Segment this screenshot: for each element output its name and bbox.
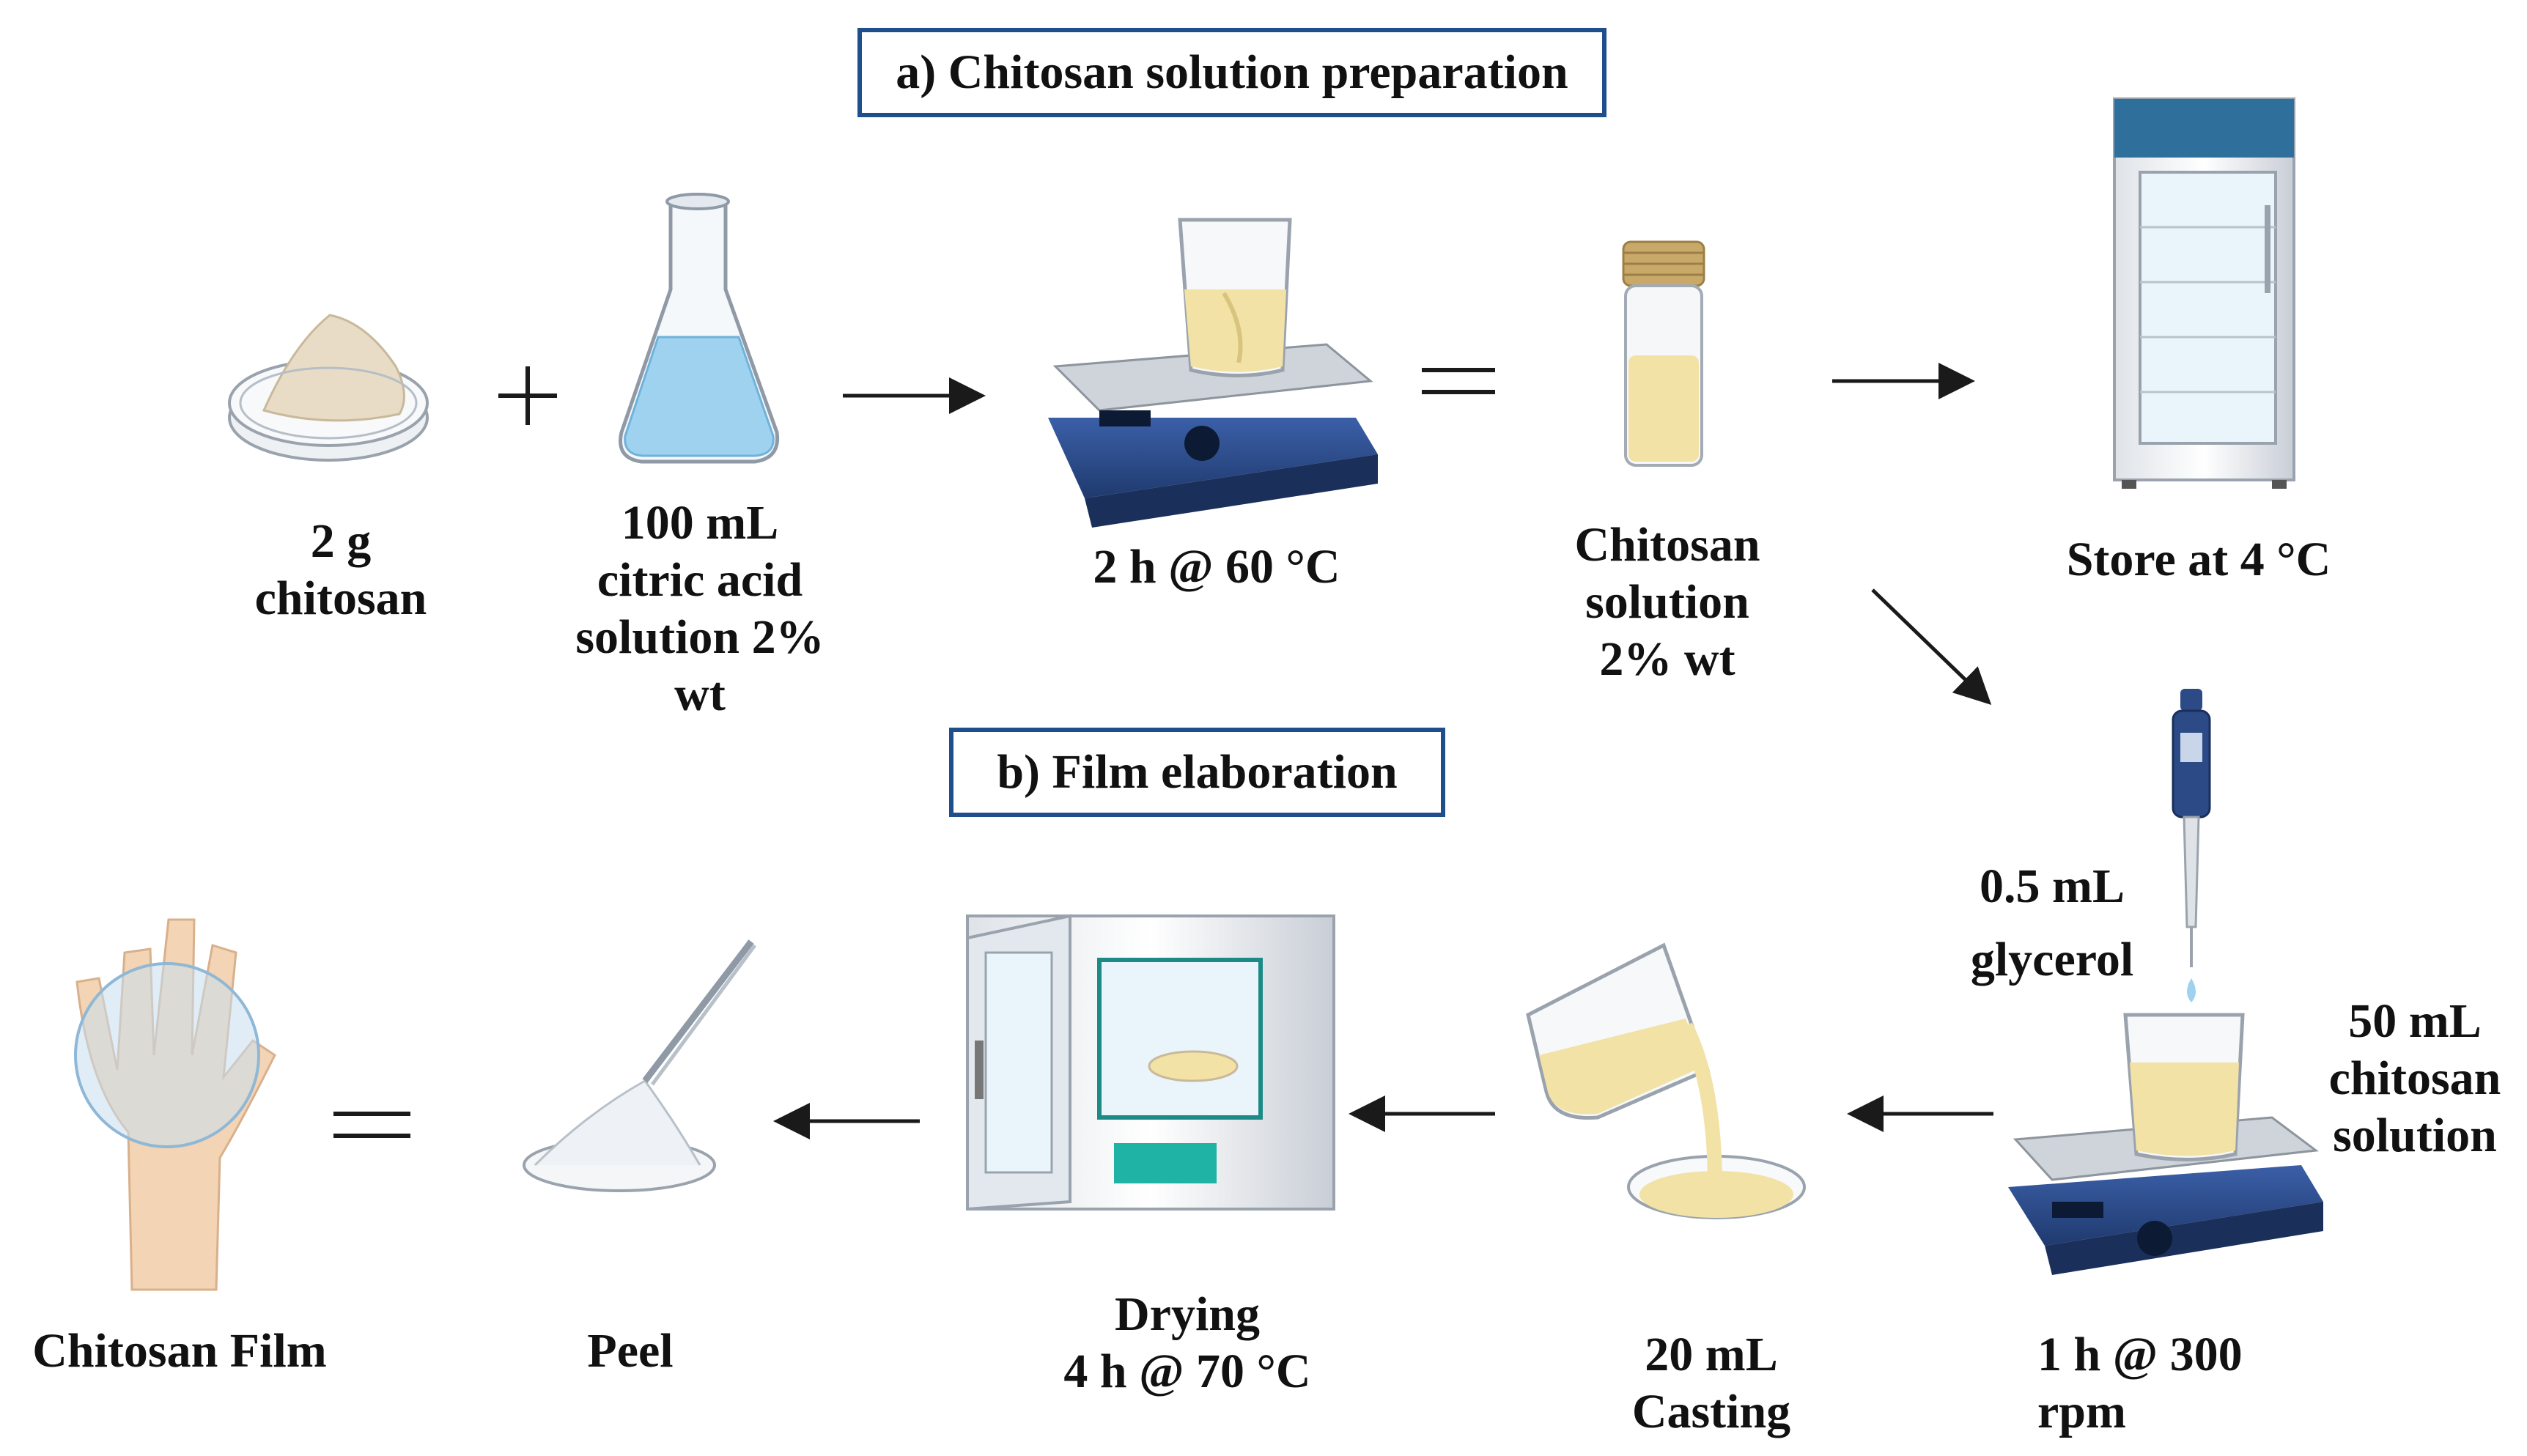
micropipette-icon	[2172, 689, 2211, 1002]
label-chitosan-50: 50 mL chitosan solution	[2328, 994, 2501, 1162]
label-drying: Drying 4 h @ 70 °C	[1063, 1287, 1311, 1398]
hotplate-stirrer-icon	[2008, 1013, 2323, 1275]
arrow-to-film-step	[1871, 588, 1992, 705]
petri-dish-powder-icon	[228, 314, 429, 462]
label-peel: Peel	[587, 1324, 674, 1378]
tweezers-peel-icon	[523, 939, 757, 1192]
laboratory-fridge-icon	[2113, 97, 2295, 489]
section-b-title: b) Film elaboration	[949, 728, 1445, 817]
label-store: Store at 4 °C	[2066, 533, 2331, 586]
label-film: Chitosan Film	[32, 1324, 327, 1378]
drying-oven-icon	[966, 914, 1335, 1211]
label-casting: 20 mL Casting	[1631, 1328, 1791, 1438]
label-glycerol: 0.5 mL glycerol	[1970, 860, 2134, 986]
section-a-title: a) Chitosan solution preparation	[857, 28, 1606, 117]
label-citric-acid: 100 mL citric acid solution 2% wt	[575, 496, 824, 721]
beaker-pour-icon	[1526, 942, 1806, 1219]
erlenmeyer-flask-icon	[619, 193, 780, 464]
sample-vial-icon	[1622, 240, 1705, 467]
label-stirring: 1 h @ 300 rpm	[2037, 1328, 2243, 1438]
label-chitosan: 2 g chitosan	[254, 514, 427, 625]
label-heating: 2 h @ 60 °C	[1093, 540, 1340, 594]
hotplate-stirrer-icon	[1048, 218, 1378, 528]
hand-film-icon	[74, 918, 276, 1291]
arrows	[773, 363, 1993, 1139]
label-solution: Chitosan solution 2% wt	[1574, 518, 1760, 686]
